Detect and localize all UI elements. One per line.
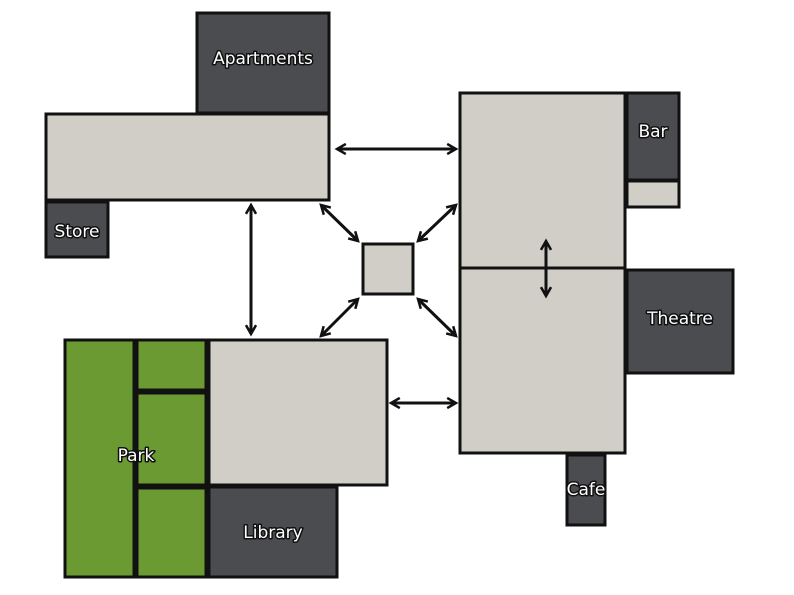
park-strip-west [63, 338, 136, 579]
southwest-plaza [207, 338, 389, 487]
store-building [44, 200, 110, 259]
east-plaza-lower [458, 266, 627, 455]
park-plot-top [135, 338, 208, 392]
library-label: Library [243, 523, 302, 543]
cafe-label: Cafe [567, 480, 606, 500]
theatre-label: Theatre [646, 309, 713, 329]
arrow-east-upper-to-hub [416, 203, 458, 243]
arrow-east-lower-to-hub [416, 297, 458, 338]
bar-annex [625, 179, 681, 209]
theatre-building [625, 268, 735, 375]
park-plot-middle [135, 391, 208, 487]
arrow-southwest-to-hub [319, 297, 360, 338]
east-plaza-upper [458, 91, 627, 270]
cafe-building [565, 453, 607, 527]
bar-label: Bar [638, 122, 667, 142]
park-plot-bottom [135, 486, 208, 579]
central-hub [361, 242, 415, 296]
north-plaza [44, 112, 331, 202]
store-label: Store [55, 222, 100, 242]
apartments-building [195, 11, 331, 115]
apartments-label: Apartments [213, 49, 313, 69]
park-label: Park [118, 446, 155, 466]
arrow-north-to-hub [319, 203, 360, 243]
library-building [207, 485, 339, 579]
